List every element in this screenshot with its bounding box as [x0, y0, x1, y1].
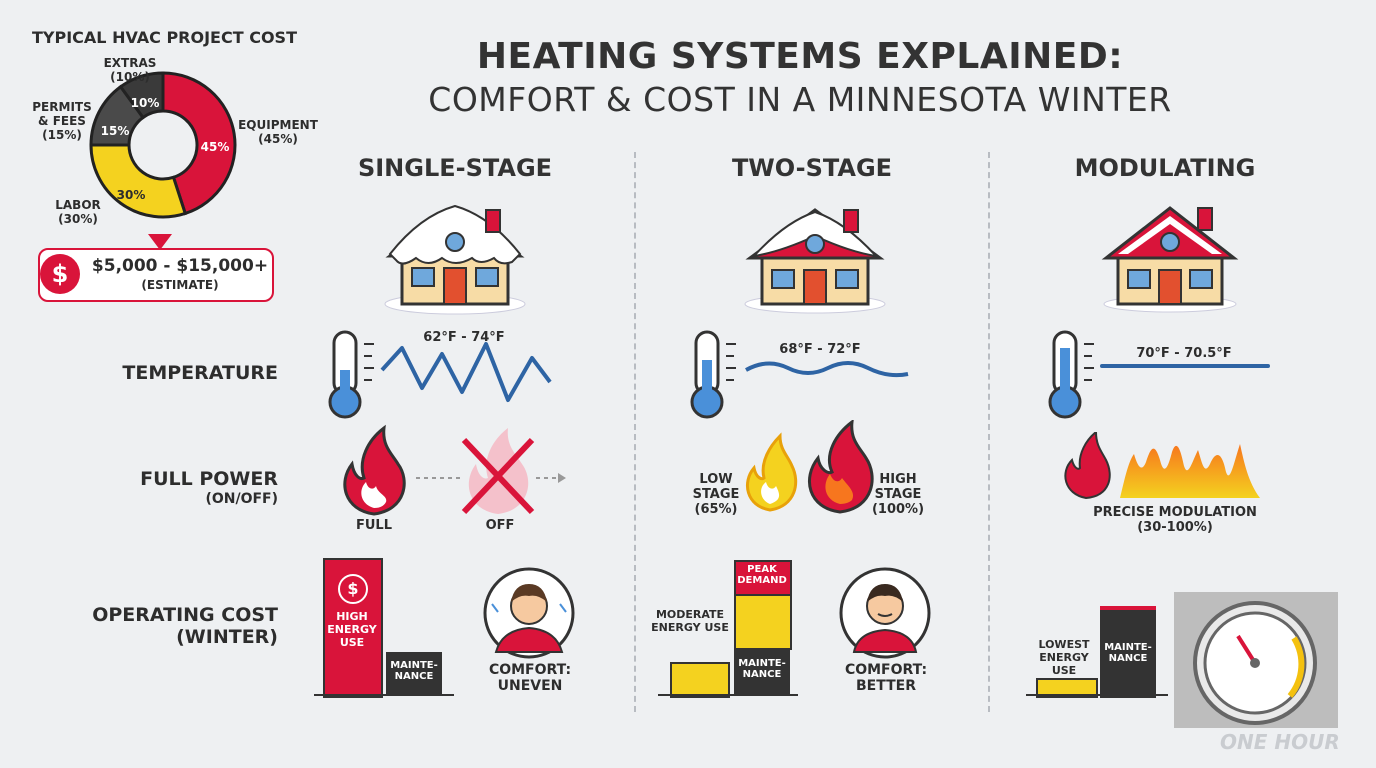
- slice-label-extras: EXTRAS(10%): [103, 56, 157, 84]
- cost-bar-lowest: [1036, 678, 1098, 698]
- cost-label-lowest: LOWEST ENERGY USE: [1038, 638, 1090, 677]
- donut-slice-labor: [89, 143, 188, 219]
- temp-range-single: 62°F - 74°F: [423, 330, 505, 345]
- modulation-flame-icon: [1064, 432, 1260, 500]
- speedometer-icon: [1193, 601, 1317, 725]
- row-sub-power: (ON/OFF): [205, 491, 278, 507]
- baseline: [1026, 694, 1168, 696]
- slice-label-permits: PERMITS& FEES(15%): [32, 100, 92, 142]
- cost-range: $5,000 - $15,000+: [91, 256, 269, 276]
- house-icon-snowy: [384, 204, 526, 315]
- slice-inner-equipment: 45%: [200, 140, 230, 154]
- thermometer-icon: [1048, 330, 1270, 419]
- dollar-icon: $: [40, 254, 80, 294]
- cost-bar-maintenance: [1100, 606, 1156, 698]
- column-divider: [988, 152, 990, 712]
- row-label-power: FULL POWER: [140, 468, 278, 490]
- cost-bar-label-high: HIGH ENERGY USE: [327, 610, 377, 649]
- donut-slice-extras: [118, 71, 165, 120]
- slice-inner-permits: 15%: [100, 124, 130, 138]
- thermometer-icon: [328, 330, 552, 419]
- dollar-icon: $: [338, 574, 368, 604]
- project-cost-donut: [89, 71, 237, 250]
- cost-label-peak: PEAK DEMAND: [737, 564, 787, 586]
- cost-bar-label-maint: MAINTE-NANCE: [390, 660, 438, 682]
- slice-inner-labor: 30%: [116, 188, 146, 202]
- slice-label-labor: LABOR(30%): [55, 198, 101, 226]
- watermark-logo: ONE HOUR: [1220, 730, 1340, 754]
- col-modulating: MODULATING: [1074, 154, 1256, 182]
- flame-label-off: OFF: [485, 518, 515, 533]
- flame-icon: [745, 420, 874, 514]
- content-person-icon: [839, 567, 931, 659]
- cost-range-note: (ESTIMATE): [141, 278, 219, 292]
- house-icon-light-snow: [744, 208, 886, 314]
- temp-range-two: 68°F - 72°F: [779, 342, 861, 357]
- baseline: [314, 694, 454, 696]
- slice-label-equipment: EQUIPMENT(45%): [238, 118, 318, 146]
- page-title: HEATING SYSTEMS EXPLAINED:: [476, 36, 1124, 77]
- comfort-better: COMFORT:BETTER: [844, 662, 928, 694]
- donut-slice-equipment: [161, 71, 237, 216]
- cost-bar-moderate: [670, 662, 730, 698]
- shivering-person-icon: [483, 567, 575, 659]
- row-sub-cost: (WINTER): [176, 626, 278, 648]
- cost-bar-maintenance: [386, 652, 442, 694]
- temp-range-modulating: 70°F - 70.5°F: [1136, 346, 1232, 361]
- flame-label-full: FULL: [355, 518, 392, 533]
- slice-inner-extras: 10%: [130, 96, 160, 110]
- baseline: [658, 694, 798, 696]
- cost-label-maint: MAINTE-NANCE: [1104, 642, 1152, 664]
- house-icon-clear: [1101, 206, 1239, 313]
- col-two-stage: TWO-STAGE: [731, 154, 893, 182]
- cost-bar-peak: [734, 560, 792, 596]
- row-label-cost: OPERATING COST: [92, 604, 278, 626]
- row-label-temperature: TEMPERATURE: [122, 362, 278, 384]
- column-divider: [634, 152, 636, 712]
- col-single-stage: SINGLE-STAGE: [357, 154, 553, 182]
- project-cost-heading: TYPICAL HVAC PROJECT COST: [32, 28, 297, 47]
- cost-label-moderate: MODERATE ENERGY USE: [651, 608, 729, 634]
- page-subtitle: COMFORT & COST IN A MINNESOTA WINTER: [428, 80, 1172, 119]
- cost-label-maint: MAINTE-NANCE: [738, 658, 786, 680]
- flame-icon: [343, 424, 566, 516]
- cost-bar-peak-yellow: [734, 594, 792, 650]
- comfort-uneven: COMFORT:UNEVEN: [488, 662, 572, 694]
- cost-bar-maintenance: [734, 648, 790, 694]
- modulation-label: PRECISE MODULATION(30-100%): [1093, 505, 1257, 535]
- thermometer-icon: [690, 330, 909, 419]
